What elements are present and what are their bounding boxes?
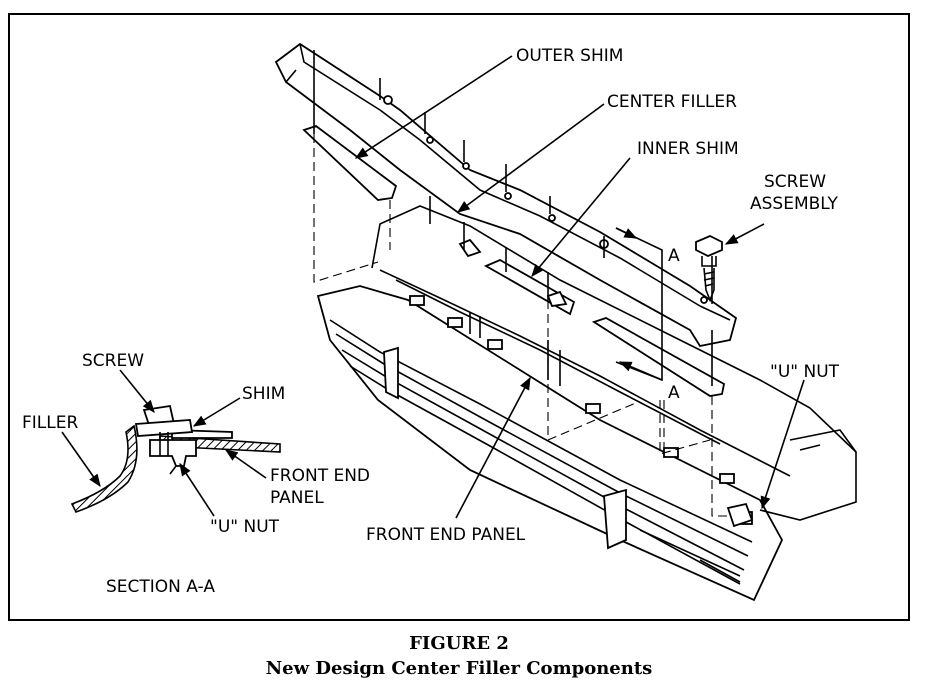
section-label-front-end-line2: PANEL xyxy=(270,488,324,508)
section-filler-profile xyxy=(70,424,138,513)
u-nut-part xyxy=(726,502,754,528)
figure-title: New Design Center Filler Components xyxy=(266,658,653,679)
front-end-panel-part xyxy=(316,285,784,602)
section-a-a-detail: SCREW SHIM FILLER FRONT END PANEL "U" NU… xyxy=(22,351,370,597)
label-center-filler: CENTER FILLER xyxy=(607,92,737,112)
section-label-filler: FILLER xyxy=(22,413,78,433)
main-assembly-view: OUTER SHIM CENTER FILLER INNER SHIM SCRE… xyxy=(274,42,857,602)
label-screw-assembly-line2: ASSEMBLY xyxy=(750,194,838,214)
label-section-a-top: A xyxy=(668,246,680,266)
label-section-a-bottom: A xyxy=(668,383,680,403)
label-screw-assembly-line1: SCREW xyxy=(764,172,826,192)
label-inner-shim: INNER SHIM xyxy=(637,139,739,159)
label-u-nut: "U" NUT xyxy=(770,362,840,382)
leader-lines xyxy=(354,55,805,519)
section-label-shim: SHIM xyxy=(242,384,285,404)
section-label-screw: SCREW xyxy=(82,351,144,371)
mounting-stud-lines xyxy=(313,50,713,386)
section-u-nut xyxy=(149,439,197,467)
center-filler-part xyxy=(274,42,738,348)
label-front-end-panel: FRONT END PANEL xyxy=(366,525,526,545)
screw-assembly-part xyxy=(695,235,723,303)
section-title: SECTION A-A xyxy=(106,577,215,597)
label-outer-shim: OUTER SHIM xyxy=(516,46,623,66)
inner-shim-parts xyxy=(458,238,576,316)
figure-frame xyxy=(8,13,910,621)
section-label-u-nut: "U" NUT xyxy=(210,517,280,537)
figure-number: FIGURE 2 xyxy=(409,633,509,654)
section-label-front-end-line1: FRONT END xyxy=(270,466,370,486)
